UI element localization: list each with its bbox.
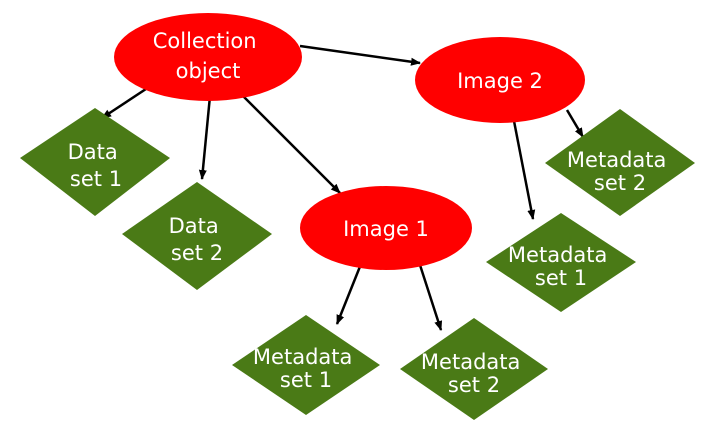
svg-text:Image 2: Image 2 <box>457 69 543 93</box>
image-1-metadata-set-2-node: Metadata set 2 <box>400 318 548 420</box>
image-1-metadata-set-1-label-line1: Metadata <box>253 345 352 369</box>
edge-collection-to-data-set2 <box>198 95 212 180</box>
image-2-metadata-set-2-diamond <box>545 109 695 216</box>
image-2-ellipse <box>415 37 585 123</box>
edge-image1-to-metadata-set1 <box>335 263 363 325</box>
edge-image2-to-metadata-set2 <box>565 109 585 138</box>
edge-image2-to-metadata-set1 <box>512 120 536 220</box>
image-2-metadata-set-1-diamond <box>486 213 636 312</box>
collection-object-ellipse <box>114 13 302 101</box>
edge-collection-to-image1 <box>242 95 341 194</box>
image-2-metadata-set-2-label-line2: set 2 <box>594 171 646 195</box>
image-2-metadata-set-2-label-line1: Metadata <box>567 148 666 172</box>
image-1-metadata-set-1-node: Metadata set 1 <box>232 315 380 415</box>
svg-text:Data set 2: Data set 2 <box>169 214 226 265</box>
svg-text:Data set 1: Data set 1 <box>68 140 125 191</box>
svg-text:Collection object: Collection object <box>153 29 264 83</box>
edge-collection-to-data-set1 <box>101 83 153 120</box>
edges <box>101 44 585 331</box>
data-set-2-label-line1: Data <box>169 214 219 238</box>
collection-object-node: Collection object <box>114 13 302 101</box>
image-2-metadata-set-1-node: Metadata set 1 <box>486 213 636 312</box>
data-set-2-diamond <box>122 182 272 290</box>
collection-object-label-line1: Collection <box>153 29 257 53</box>
image-2-node: Image 2 <box>415 37 585 123</box>
svg-text:Image 1: Image 1 <box>343 217 429 241</box>
image-1-metadata-set-2-label-line1: Metadata <box>421 350 520 374</box>
edge-collection-to-image2 <box>299 44 421 66</box>
image-2-metadata-set-2-node: Metadata set 2 <box>545 109 695 216</box>
image-1-metadata-set-1-label-line2: set 1 <box>280 368 332 392</box>
data-set-1-label-line2: set 1 <box>70 167 122 191</box>
svg-text:Metadata set 1: Metadata set 1 <box>253 345 359 392</box>
image-2-metadata-set-1-label-line1: Metadata <box>508 243 607 267</box>
data-set-1-diamond <box>20 108 170 216</box>
data-set-2-label-line2: set 2 <box>171 241 223 265</box>
edge-image1-to-metadata-set2 <box>418 264 443 331</box>
image-1-metadata-set-2-diamond <box>400 318 548 420</box>
svg-text:Metadata set 2: Metadata set 2 <box>567 148 673 195</box>
svg-text:Metadata set 2: Metadata set 2 <box>421 350 527 397</box>
image-1-metadata-set-1-diamond <box>232 315 380 415</box>
collection-object-label-line2: object <box>176 59 241 83</box>
image-2-label: Image 2 <box>457 69 543 93</box>
image-2-metadata-set-1-label-line2: set 1 <box>535 266 587 290</box>
svg-text:Metadata set 1: Metadata set 1 <box>508 243 614 290</box>
image-1-label: Image 1 <box>343 217 429 241</box>
image-1-metadata-set-2-label-line2: set 2 <box>448 373 500 397</box>
data-set-1-label-line1: Data <box>68 140 118 164</box>
data-set-2-node: Data set 2 <box>122 182 272 290</box>
image-1-node: Image 1 <box>300 186 472 270</box>
data-set-1-node: Data set 1 <box>20 108 170 216</box>
image-1-ellipse <box>300 186 472 270</box>
